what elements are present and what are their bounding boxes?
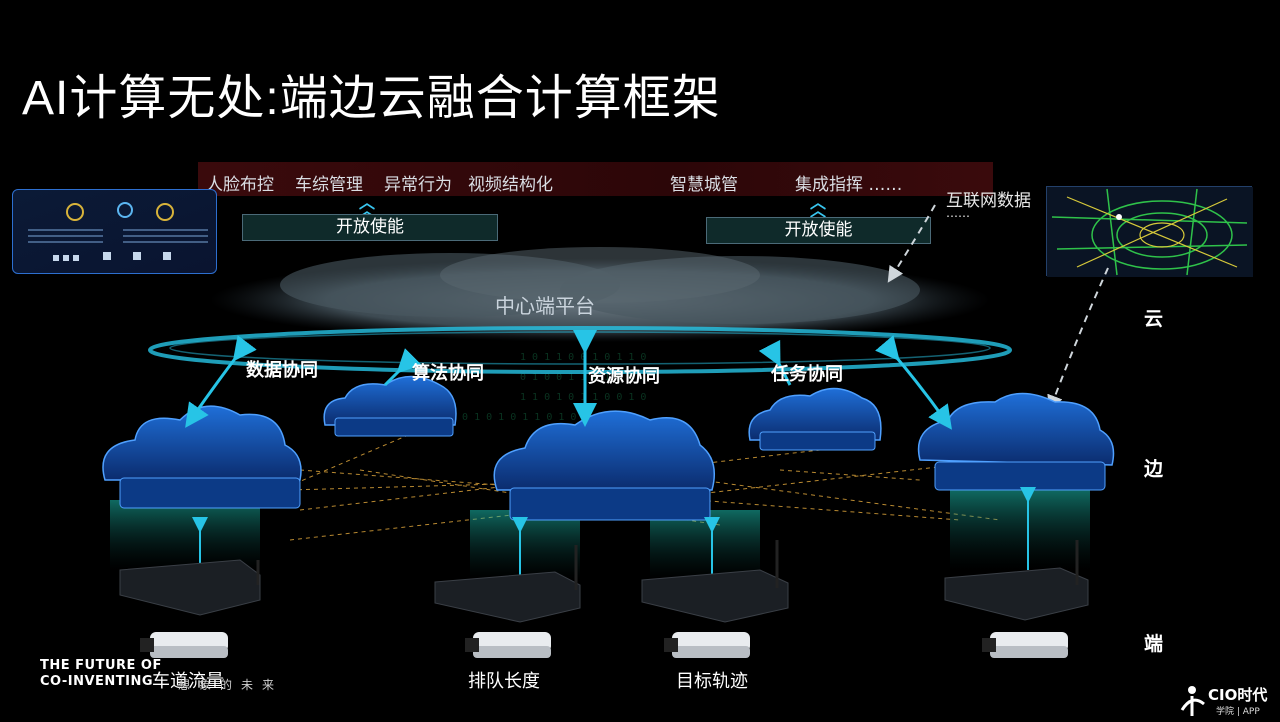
camera-4: [982, 632, 1068, 658]
footer-brand-line1: THE FUTURE OF: [40, 658, 162, 673]
edge-device-3: [641, 540, 789, 623]
app-item-video-structuring: 视频结构化: [468, 175, 553, 195]
page-title: AI计算无处:端边云融合计算框架: [22, 72, 721, 125]
open-enable-box-right: 开放使能: [706, 217, 931, 244]
internet-link-arrow: [887, 204, 936, 283]
central-cloud: [210, 247, 990, 342]
svg-text:1 1 0 1 0 1 1 0 0 1 0: 1 1 0 1 0 1 1 0 0 1 0: [520, 392, 646, 403]
edge-cloud-center: [493, 410, 715, 521]
edge-cloud-small-1: [323, 375, 457, 437]
edge-glow-beams: [110, 490, 1090, 580]
app-item-smart-city: 智慧城管: [670, 175, 738, 195]
edge-cloud-right: [917, 392, 1115, 491]
resource-collaboration-label: 资源协同: [588, 366, 660, 387]
queue-length-label: 排队长度: [468, 671, 540, 692]
edge-device-4: [944, 540, 1089, 621]
traffic-map-thumbnail: [1046, 186, 1253, 277]
dashboard-graphic: [28, 202, 208, 261]
task-collaboration-label: 任务协同: [771, 364, 843, 385]
footer-brand: THE FUTURE OF CO-INVENTING: [40, 658, 162, 690]
edge-cloud-left: [102, 405, 302, 509]
internet-data-ellipsis: ……: [946, 206, 970, 220]
traffic-map-graphic: [1047, 187, 1253, 277]
footer-brand-line2: CO-INVENTING: [40, 674, 154, 689]
camera-3: [664, 632, 750, 658]
application-bar: [198, 162, 993, 196]
edge-device-2: [434, 545, 581, 623]
cio-logo: CIO时代 学院 | APP: [1178, 680, 1278, 718]
lane-flow-label: 车道流量: [152, 671, 224, 692]
layer-label-terminal: 端: [1144, 633, 1164, 655]
footer-slogan: 想象的未来: [178, 678, 284, 692]
algorithm-collaboration-label: 算法协同: [412, 363, 484, 384]
chevron-up-icon: ︿: [359, 193, 376, 212]
chevron-up-icon: ︿: [810, 201, 827, 220]
collaboration-arrows: [185, 330, 1036, 575]
app-item-command: 集成指挥 ……: [795, 175, 903, 195]
logo-sub-text: 学院 | APP: [1216, 707, 1260, 717]
logo-main-text: CIO时代: [1208, 686, 1268, 704]
center-platform-label: 中心端平台: [495, 294, 595, 318]
cio-logo-mark: [1180, 686, 1205, 716]
chevron-up-icon: ︿: [810, 193, 827, 212]
svg-text:0 0 1 0 1 0 1 1 0 1 0 1: 0 0 1 0 1 0 1 1 0 1 0 1: [450, 412, 588, 423]
target-trajectory-label: 目标轨迹: [676, 671, 748, 692]
app-item-vehicle-management: 车综管理: [295, 175, 363, 195]
layer-label-cloud: 云: [1144, 308, 1164, 330]
open-enable-box-left: 开放使能: [242, 214, 498, 241]
edge-device-1: [119, 559, 261, 616]
camera-1: [140, 632, 228, 658]
internet-data-label: 互联网数据: [946, 191, 1031, 211]
data-collaboration-label: 数据协同: [246, 360, 318, 381]
map-link-arrow: [1047, 267, 1109, 412]
dashboard-thumbnail: [12, 189, 217, 274]
app-item-face-control: 人脸布控: [206, 175, 274, 195]
edge-cloud-small-2: [748, 387, 882, 451]
camera-2: [465, 632, 551, 658]
layer-label-edge: 边: [1144, 458, 1164, 480]
app-item-abnormal-behavior: 异常行为: [384, 175, 452, 195]
